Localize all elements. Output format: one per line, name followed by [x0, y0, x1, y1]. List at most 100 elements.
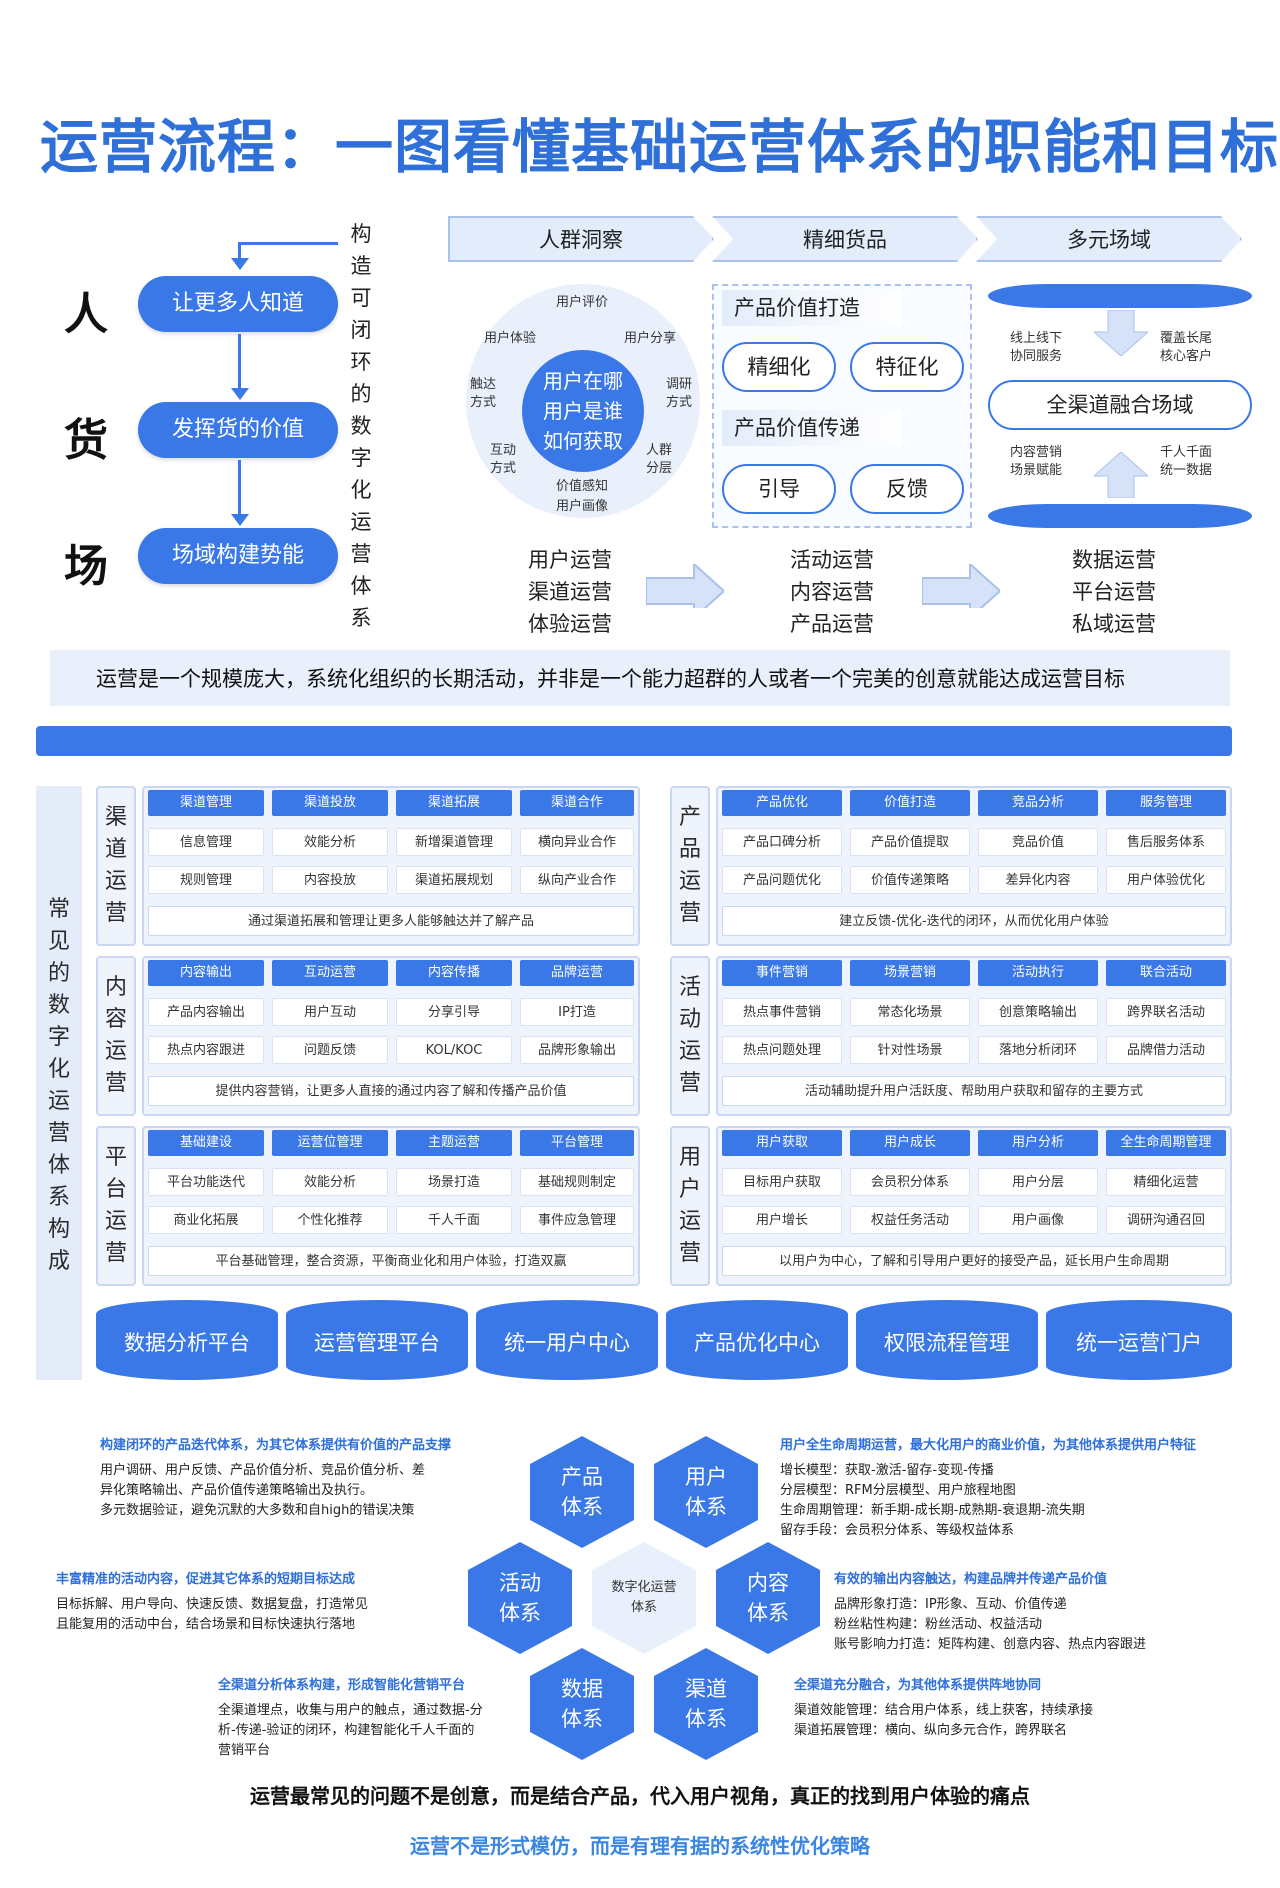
platform-data-analysis: 数据分析平台	[96, 1300, 278, 1380]
label-reach-method: 触达方式	[469, 377, 496, 410]
section-title-channel: 渠道运营	[104, 805, 127, 926]
label-value-perception: 价值感知	[555, 479, 608, 494]
header-cell: 内容输出	[148, 960, 264, 986]
section-title-content: 内容运营	[104, 975, 127, 1096]
header-cell: 活动执行	[978, 960, 1098, 986]
grid-cell: 分享引导	[396, 998, 512, 1026]
arrow-down-icon	[1094, 310, 1148, 356]
grid-cell: IP打造	[520, 998, 634, 1026]
arrow-up-icon	[1094, 452, 1148, 498]
label-interaction-method: 互动方式	[489, 443, 516, 476]
left-panel-title: 常见的数字化运营体系构成	[47, 897, 70, 1274]
header-cell: 渠道管理	[148, 790, 264, 816]
grid-cell: 售后服务体系	[1106, 828, 1226, 856]
grid-cell: 跨界联名活动	[1106, 998, 1226, 1026]
hex-content: 内容体系	[716, 1542, 820, 1654]
header-cell: 内容传播	[396, 960, 512, 986]
ops-group-3: 数据运营平台运营私域运营	[1072, 548, 1156, 636]
footer-slogan: 运营不是形式模仿，而是有理有据的系统性优化策略	[410, 1834, 870, 1858]
grid-cell: 热点事件营销	[722, 998, 842, 1026]
grid-cell: 产品口碑分析	[722, 828, 842, 856]
grid-cell: 落地分析闭环	[978, 1036, 1098, 1064]
section-summary: 以用户为中心，了解和引导用户更好的接受产品，延长用户生命周期	[722, 1246, 1226, 1276]
header-cell: 用户获取	[722, 1130, 842, 1156]
grid-cell: 千人千面	[396, 1206, 512, 1234]
section-summary: 提供内容营销，让更多人直接的通过内容了解和传播产品价值	[148, 1076, 634, 1106]
header-cell: 联合活动	[1106, 960, 1226, 986]
grid-cell: 品牌形象输出	[520, 1036, 634, 1064]
grid-cell: 产品内容输出	[148, 998, 264, 1026]
grid-cell: 渠道拓展规划	[396, 866, 512, 894]
label-user-review: 用户评价	[555, 295, 608, 310]
pill-people: 让更多人知道	[138, 276, 338, 332]
header-cell: 场景营销	[850, 960, 970, 986]
char-people: 人	[64, 289, 108, 340]
platform-ops-portal: 统一运营门户	[1046, 1300, 1232, 1380]
header-cell: 渠道合作	[520, 790, 634, 816]
grid-cell: 品牌借力活动	[1106, 1036, 1226, 1064]
header-cell: 渠道投放	[272, 790, 388, 816]
chevron-people: 人群洞察	[448, 216, 714, 262]
insight-circle-center: 用户在哪用户是谁如何获取	[522, 350, 644, 472]
char-goods: 货	[64, 415, 108, 466]
grid-cell: 纵向产业合作	[520, 866, 634, 894]
note-channel: 全渠道充分融合，为其他体系提供阵地协同 渠道效能管理：结合用户体系，线上获客，持…	[794, 1678, 1094, 1738]
grid-cell: 效能分析	[272, 1168, 388, 1196]
label-survey-method: 调研方式	[665, 377, 692, 410]
grid-cell: 基础规则制定	[520, 1168, 634, 1196]
label-user-experience: 用户体验	[483, 331, 536, 346]
header-cell: 互动运营	[272, 960, 388, 986]
flow-line-2	[238, 460, 241, 516]
platform-product-optimization: 产品优化中心	[666, 1300, 848, 1380]
grid-cell: 信息管理	[148, 828, 264, 856]
grid-cell: 针对性场景	[850, 1036, 970, 1064]
note-data: 全渠道分析体系构建，形成智能化营销平台 全渠道埋点，收集与用户的触点，通过数据-…	[218, 1678, 483, 1758]
section-title-activity: 活动运营	[678, 975, 701, 1096]
flow-line-top	[238, 242, 241, 258]
ops-group-2: 活动运营内容运营产品运营	[790, 548, 874, 636]
grid-cell: 用户分层	[978, 1168, 1098, 1196]
note-user: 用户全生命周期运营，最大化用户的商业价值，为其他体系提供用户特征 增长模型：获取…	[780, 1438, 1197, 1538]
hex-channel: 渠道体系	[654, 1648, 758, 1760]
grid-cell: 新增渠道管理	[396, 828, 512, 856]
char-field: 场	[64, 541, 108, 592]
scene-long-tail: 覆盖长尾核心客户	[1160, 331, 1213, 364]
grid-cell: 调研沟通召回	[1106, 1206, 1226, 1234]
header-cell: 品牌运营	[520, 960, 634, 986]
header-cell: 竞品分析	[978, 790, 1098, 816]
hex-data: 数据体系	[530, 1648, 634, 1760]
pill-field: 场域构建势能	[138, 528, 338, 584]
header-cell: 运营位管理	[272, 1130, 388, 1156]
hex-center: 数字化运营体系	[592, 1542, 696, 1654]
header-cell: 全生命周期管理	[1106, 1130, 1226, 1156]
section-title-box	[96, 956, 136, 1116]
section-title-box	[96, 786, 136, 946]
grid-cell: 产品问题优化	[722, 866, 842, 894]
grid-cell: 目标用户获取	[722, 1168, 842, 1196]
label-crowd-layer: 人群分层	[645, 443, 672, 476]
grid-cell: 问题反馈	[272, 1036, 388, 1064]
label-user-share: 用户分享	[623, 331, 676, 346]
grid-cell: 横向异业合作	[520, 828, 634, 856]
platform-permission-process: 权限流程管理	[856, 1300, 1038, 1380]
grid-cell: 用户增长	[722, 1206, 842, 1234]
grid-cell: 会员积分体系	[850, 1168, 970, 1196]
platform-ops-management: 运营管理平台	[286, 1300, 468, 1380]
scene-content-marketing: 内容营销场景赋能	[1010, 445, 1063, 478]
grid-cell: 用户画像	[978, 1206, 1098, 1234]
grid-cell: 事件应急管理	[520, 1206, 634, 1234]
hex-activity: 活动体系	[468, 1542, 572, 1654]
grid-cell: 效能分析	[272, 828, 388, 856]
header-cell: 用户成长	[850, 1130, 970, 1156]
vertical-caption: 构造可闭环的数字化运营体系	[350, 222, 372, 630]
grid-cell: 规则管理	[148, 866, 264, 894]
grid-cell: 个性化推荐	[272, 1206, 388, 1234]
grid-cell: 常态化场景	[850, 998, 970, 1026]
chevron-goods: 精细货品	[712, 216, 978, 262]
header-cell: 服务管理	[1106, 790, 1226, 816]
header-cell: 渠道拓展	[396, 790, 512, 816]
scene-slab-bottom	[988, 504, 1252, 528]
header-cell: 产品优化	[722, 790, 842, 816]
scene-online-offline: 线上线下协同服务	[1010, 331, 1063, 364]
arrow-right-icon	[646, 564, 724, 608]
